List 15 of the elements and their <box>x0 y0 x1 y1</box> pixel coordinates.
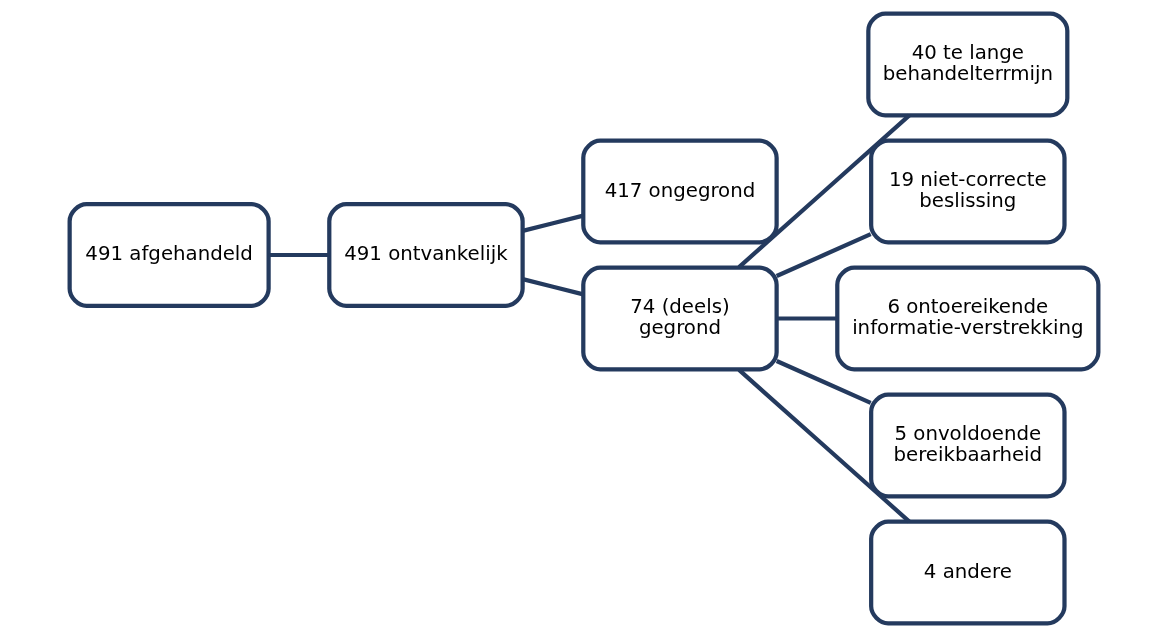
connector <box>268 252 329 258</box>
node-box: 491 ontvankelijk <box>326 202 525 308</box>
node-box: 4 andere <box>868 519 1067 626</box>
connector <box>775 359 872 405</box>
node-box: 40 te lange behandelterrmijn <box>865 11 1069 118</box>
connector <box>775 232 872 278</box>
node-box: 5 onvoldoende bereikbaarheid <box>868 392 1067 499</box>
connector <box>521 277 584 297</box>
node-box: 6 ontoereikende informatie-verstrekking <box>834 265 1100 372</box>
connector <box>776 316 837 321</box>
node-box: 491 afgehandeld <box>67 202 271 308</box>
node-box: 19 niet-correcte beslissing <box>868 138 1067 245</box>
connector <box>521 213 584 233</box>
node-box: 417 ongegrond <box>580 138 779 245</box>
node-box: 74 (deels) gegrond <box>580 265 779 372</box>
